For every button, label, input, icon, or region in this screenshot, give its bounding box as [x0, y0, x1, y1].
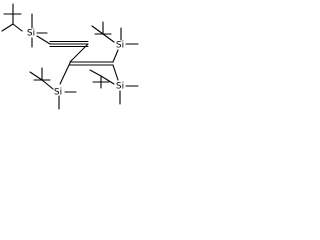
- tbu-1-methyl-bond-c: [1, 23, 14, 32]
- si-4-to-tbu-bond: [100, 75, 115, 85]
- si-2-to-tbu-bond: [41, 79, 54, 90]
- tbu-2-methyl-bond-a: [29, 71, 43, 81]
- allene-core: [69, 61, 114, 66]
- alkyne-to-central-carbon-bond: [69, 43, 89, 63]
- si-1-to-alkyne-bond: [36, 35, 51, 45]
- silyl-group-1: Si: [1, 3, 48, 48]
- si-3-to-tbu-bond: [102, 33, 115, 43]
- si-1-label: Si: [27, 29, 35, 39]
- silyl-group-3: Si: [91, 21, 139, 63]
- si-4-label: Si: [116, 82, 124, 92]
- silyl-group-4: Si: [89, 64, 139, 105]
- tbu-1-to-si-bond: [12, 23, 23, 32]
- si-3-label: Si: [116, 41, 124, 51]
- alkyne-chain: [36, 35, 89, 63]
- terminal-carbon-to-si-3-bond: [112, 49, 119, 63]
- si-2-label: Si: [54, 88, 62, 98]
- molecule-structure-diagram: Si Si Si: [1, 3, 139, 110]
- central-carbon-to-si-2-bond: [59, 62, 71, 85]
- tbu-4-methyl-bond-a: [89, 69, 102, 77]
- tbu-3-methyl-bond-a: [91, 25, 104, 35]
- terminal-carbon-to-si-4-bond: [112, 64, 119, 81]
- silyl-group-2: Si: [29, 62, 77, 110]
